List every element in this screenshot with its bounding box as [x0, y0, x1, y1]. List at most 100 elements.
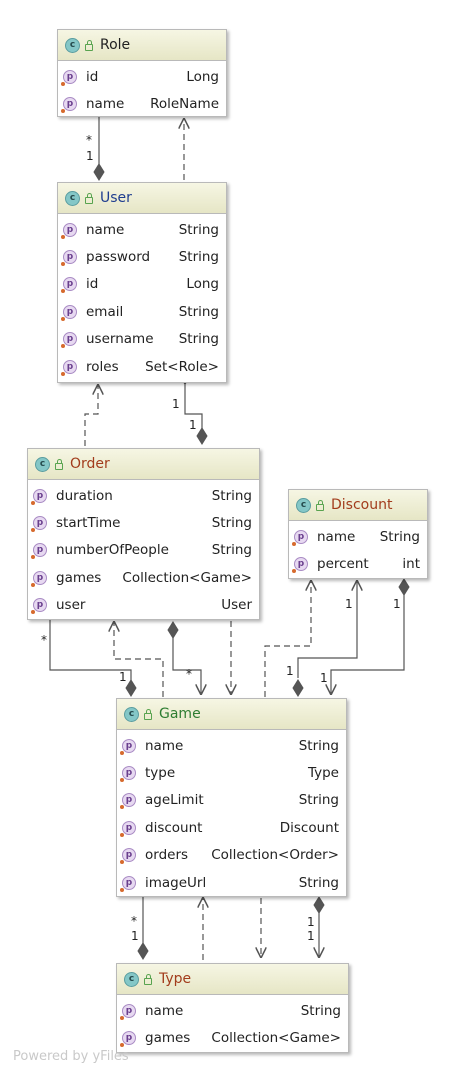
- property-name: type: [145, 765, 176, 782]
- property-icon: p: [120, 766, 136, 783]
- property-type: String: [178, 303, 219, 320]
- property-icon: p: [292, 529, 308, 546]
- property-type: String: [178, 249, 219, 266]
- property-name: user: [56, 597, 86, 614]
- composition-diamond: [93, 163, 105, 181]
- property-icon: p: [61, 332, 77, 349]
- property-type: Discount: [279, 819, 339, 836]
- property-icon: p: [61, 304, 77, 321]
- property-type: Collection<Game>: [122, 569, 252, 586]
- property-icon: p: [61, 277, 77, 294]
- edge-order-game-composition: [172, 638, 201, 695]
- property-name: discount: [145, 819, 203, 836]
- class-icon: c: [65, 190, 80, 206]
- property-name: id: [86, 276, 99, 293]
- composition-diamond: [125, 679, 137, 697]
- property-name: startTime: [56, 515, 121, 532]
- composition-diamond: [167, 621, 179, 639]
- property-type: Set<Role>: [145, 358, 219, 375]
- property-icon: p: [31, 516, 47, 533]
- property-type: User: [221, 597, 252, 614]
- multiplicity-label: 1: [131, 929, 139, 943]
- property-type: String: [178, 221, 219, 238]
- class-icon: c: [65, 37, 80, 53]
- property-icon: p: [120, 1031, 136, 1048]
- property-icon: p: [31, 543, 47, 560]
- class-name: Type: [159, 971, 192, 987]
- property-icon: p: [120, 1003, 136, 1020]
- multiplicity-label: 1: [307, 915, 315, 929]
- lock-icon: [316, 499, 324, 511]
- class-icon: c: [124, 706, 139, 722]
- multiplicity-label: *: [86, 133, 92, 147]
- multiplicity-label: 1: [86, 149, 94, 163]
- lock-icon: [85, 39, 93, 51]
- edge-game-order-dependency: [114, 621, 164, 697]
- edge-order-user-dependency: [84, 384, 98, 446]
- property-type: int: [402, 556, 420, 573]
- property-name: games: [145, 1030, 191, 1047]
- property-icon: p: [120, 875, 136, 892]
- property-name: username: [86, 331, 154, 348]
- property-name: percent: [317, 556, 369, 573]
- property-icon: p: [120, 793, 136, 810]
- class-name: Discount: [331, 497, 393, 513]
- class-header: c Discount: [289, 490, 427, 521]
- multiplicity-label: 1: [393, 597, 401, 611]
- property-name: numberOfPeople: [56, 542, 169, 559]
- lock-icon: [85, 192, 93, 204]
- composition-diamond: [196, 427, 208, 445]
- multiplicity-label: *: [131, 914, 137, 928]
- property-type: String: [298, 874, 339, 891]
- property-icon: p: [61, 69, 77, 86]
- property-name: orders: [145, 847, 189, 864]
- property-name: name: [317, 528, 356, 545]
- multiplicity-label: 1: [189, 418, 197, 432]
- class-name: Order: [70, 456, 110, 472]
- class-name: Game: [159, 706, 201, 722]
- yfiles-watermark: Powered by yFiles: [13, 1049, 129, 1064]
- class-icon: c: [35, 456, 50, 472]
- property-type: String: [211, 542, 252, 559]
- class-icon: c: [296, 497, 311, 513]
- multiplicity-label: 1: [320, 671, 328, 685]
- edge-discount-game-composition: [331, 595, 405, 695]
- property-name: id: [86, 68, 99, 85]
- property-icon: p: [120, 848, 136, 865]
- class-header: c Order: [28, 449, 259, 480]
- property-row[interactable]: p numberOfPeople String: [28, 537, 259, 564]
- property-name: name: [86, 96, 125, 113]
